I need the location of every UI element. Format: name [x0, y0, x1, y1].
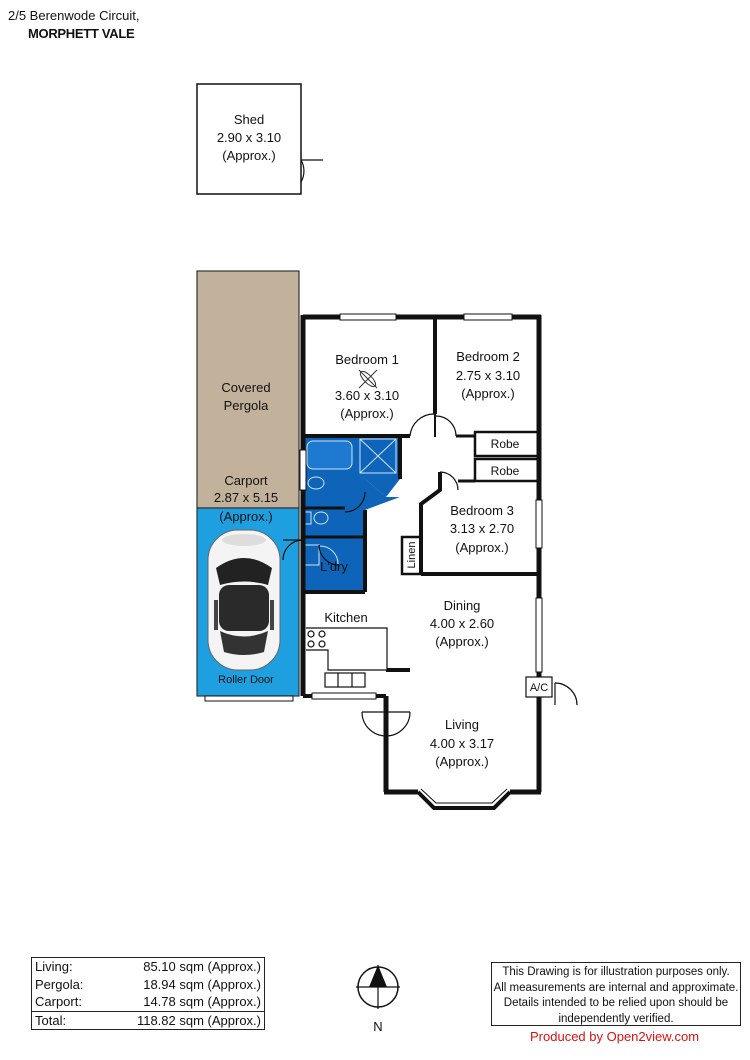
- laundry-label: L'dry: [320, 559, 348, 574]
- wet-areas: L'dry: [303, 436, 400, 592]
- disclaimer-line: independently verified.: [558, 1012, 674, 1025]
- bedroom2-note: (Approx.): [461, 386, 514, 401]
- area-value: 118.82 sqm (Approx.): [100, 1010, 265, 1030]
- disclaimer-box: This Drawing is for illustration purpose…: [491, 962, 741, 1026]
- north-arrow-icon: N: [356, 965, 400, 1034]
- living-name: Living: [445, 717, 479, 732]
- bedroom3-name: Bedroom 3: [450, 503, 514, 518]
- table-row-total: Total: 118.82 sqm (Approx.): [31, 1010, 265, 1030]
- table-row: Living: 85.10 sqm (Approx.): [32, 958, 265, 976]
- compass-north-label: N: [373, 1019, 382, 1034]
- disclaimer-line: All measurements are internal and approx…: [493, 981, 739, 994]
- area-label: Total:: [31, 1010, 101, 1030]
- linen-label: Linen: [406, 542, 418, 569]
- windows: [299, 313, 543, 700]
- carport-note: (Approx.): [219, 509, 272, 524]
- disclaimer-line: Details intended to be relied upon shoul…: [503, 997, 729, 1009]
- shed-name: Shed: [234, 112, 264, 127]
- carport-name: Carport: [224, 473, 268, 488]
- living-size: 4.00 x 3.17: [430, 736, 494, 751]
- area-label: Carport:: [35, 994, 82, 1009]
- kitchen-label: Kitchen: [324, 610, 367, 625]
- produced-by-credit: Produced by Open2view.com: [530, 1029, 700, 1044]
- dining-name: Dining: [444, 598, 481, 613]
- bath-icon: [306, 440, 353, 470]
- bedroom1-name: Bedroom 1: [335, 352, 399, 367]
- disclaimer-line: This Drawing is for illustration purpose…: [502, 966, 730, 978]
- table-row: Pergola: 18.94 sqm (Approx.): [32, 976, 265, 994]
- room-labels: Bedroom 1 3.60 x 3.10 (Approx.) Bedroom …: [324, 349, 520, 769]
- area-value: 14.78 sqm (Approx.): [143, 994, 261, 1009]
- area-value: 85.10 sqm (Approx.): [143, 959, 261, 974]
- table-row: Carport: 14.78 sqm (Approx.): [32, 993, 265, 1011]
- shed-size: 2.90 x 3.10: [217, 130, 281, 145]
- dining-note: (Approx.): [435, 634, 488, 649]
- robe1-label: Robe: [491, 437, 520, 451]
- shed-door-swing: [300, 159, 305, 183]
- ceiling-fan-icon: [358, 369, 378, 389]
- basin-icon: [307, 476, 325, 490]
- pergola-name-line1: Covered: [221, 380, 270, 395]
- living-note: (Approx.): [435, 754, 488, 769]
- bedroom1-note: (Approx.): [340, 406, 393, 421]
- shed-note: (Approx.): [222, 148, 275, 163]
- ac-unit: A/C: [525, 676, 553, 698]
- bedroom3-size: 3.13 x 2.70: [450, 521, 514, 536]
- shower-icon: [359, 438, 397, 474]
- bedroom2-name: Bedroom 2: [456, 349, 520, 364]
- bedroom1-size: 3.60 x 3.10: [335, 388, 399, 403]
- ac-label: A/C: [530, 682, 548, 694]
- bedroom3-note: (Approx.): [455, 540, 508, 555]
- bedroom2-size: 2.75 x 3.10: [456, 368, 520, 383]
- robe2-label: Robe: [491, 464, 520, 478]
- pergola-name-line2: Pergola: [224, 398, 270, 413]
- area-summary-table: Living: 85.10 sqm (Approx.) Pergola: 18.…: [31, 957, 265, 1030]
- roller-door-label: Roller Door: [218, 674, 274, 686]
- door-swings: [282, 413, 578, 737]
- roller-door: [204, 695, 294, 702]
- shed: Shed 2.90 x 3.10 (Approx.): [196, 83, 323, 195]
- area-value: 18.94 sqm (Approx.): [143, 976, 261, 992]
- carport-size: 2.87 x 5.15: [214, 490, 278, 505]
- address-line-1: 2/5 Berenwode Circuit,: [8, 8, 140, 23]
- address-suburb: MORPHETT VALE: [28, 26, 135, 41]
- area-label: Pergola:: [35, 976, 84, 992]
- toilet-icon: [313, 511, 329, 525]
- kitchen-bench: [306, 627, 388, 688]
- dining-size: 4.00 x 2.60: [430, 616, 494, 631]
- area-label: Living:: [35, 959, 73, 974]
- car-icon: [207, 529, 281, 671]
